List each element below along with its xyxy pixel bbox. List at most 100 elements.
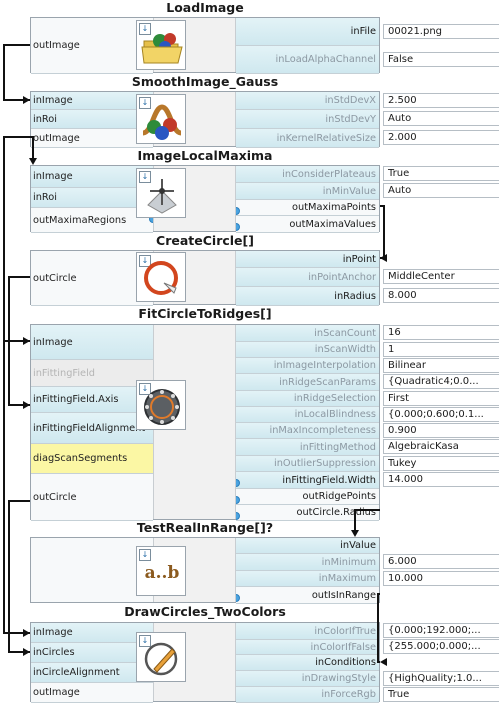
- port-connector-icon[interactable]: [236, 479, 240, 487]
- value-field-inpointanchor[interactable]: MiddleCenter: [383, 269, 499, 284]
- param-outmaximapoints[interactable]: outMaximaPoints: [236, 200, 379, 216]
- port-infittingfield[interactable]: inFittingField: [31, 360, 153, 387]
- param-indrawingstyle[interactable]: inDrawingStyle: [236, 671, 379, 687]
- port-inimage[interactable]: inImage: [31, 623, 153, 643]
- value-field-inridgeselection[interactable]: First: [383, 390, 499, 406]
- port-outmaximaregions[interactable]: outMaximaRegions: [31, 208, 153, 233]
- param-infittingfield-width[interactable]: inFittingField.Width: [236, 472, 379, 489]
- expand-arrow-icon[interactable]: ↓: [139, 549, 151, 561]
- port-outcircle[interactable]: outCircle: [31, 474, 153, 521]
- draw-circles-icon[interactable]: ↓: [136, 632, 186, 682]
- value-field-inoutliersuppression[interactable]: Tukey: [383, 455, 499, 471]
- param-invalue[interactable]: inValue: [236, 538, 379, 554]
- expand-arrow-icon[interactable]: ↓: [139, 23, 151, 35]
- fit-circle-icon[interactable]: ↓: [136, 380, 186, 430]
- param-inconsiderplateaus[interactable]: inConsiderPlateaus: [236, 166, 379, 183]
- param-infile[interactable]: inFile: [236, 18, 379, 46]
- param-inminvalue[interactable]: inMinValue: [236, 183, 379, 200]
- value-field-infittingmethod[interactable]: AlgebraicKasa: [383, 439, 499, 454]
- value-field-inscanwidth[interactable]: 1: [383, 341, 499, 357]
- param-inridgescanparams[interactable]: inRidgeScanParams: [236, 374, 379, 391]
- local-maxima-icon[interactable]: ↓: [136, 168, 186, 218]
- port-incirclealignment[interactable]: inCircleAlignment: [31, 663, 153, 683]
- param-instddevx[interactable]: inStdDevX: [236, 92, 379, 110]
- param-inmaxincompleteness[interactable]: inMaxIncompleteness: [236, 423, 379, 439]
- port-inimage[interactable]: inImage: [31, 92, 153, 110]
- value-field-incoloriftrue[interactable]: {0.000;192.000;...: [383, 623, 499, 638]
- expand-arrow-icon[interactable]: ↓: [139, 255, 151, 267]
- param-outisinrange[interactable]: outIsInRange: [236, 587, 379, 604]
- param-inkernelrelativesize[interactable]: inKernelRelativeSize: [236, 129, 379, 148]
- port-outimage[interactable]: outImage: [31, 18, 153, 74]
- port-inimage[interactable]: inImage: [31, 166, 153, 188]
- param-inpointanchor[interactable]: inPointAnchor: [236, 268, 379, 287]
- port-outimage[interactable]: outImage: [31, 129, 153, 148]
- port-inroi[interactable]: inRoi: [31, 188, 153, 208]
- param-inradius[interactable]: inRadius: [236, 287, 379, 306]
- value-field-inlocalblindness[interactable]: {0.000;0.600;0.1...: [383, 406, 499, 422]
- port-outcircle[interactable]: outCircle: [31, 251, 153, 306]
- port-connector-icon[interactable]: [236, 207, 240, 215]
- port-infittingfield-axis[interactable]: inFittingField.Axis: [31, 387, 153, 413]
- expand-arrow-icon[interactable]: ↓: [139, 635, 151, 647]
- param-inimageinterpolation[interactable]: inImageInterpolation: [236, 358, 379, 374]
- param-inmaximum[interactable]: inMaximum: [236, 571, 379, 587]
- value-field-inmaximum[interactable]: 10.000: [383, 570, 499, 586]
- port-infittingfieldalignment[interactable]: inFittingFieldAlignment: [31, 413, 153, 444]
- expand-arrow-icon[interactable]: ↓: [139, 171, 151, 183]
- param-outridgepoints[interactable]: outRidgePoints: [236, 489, 379, 505]
- param-inpoint[interactable]: inPoint: [236, 251, 379, 268]
- port-inimage[interactable]: inImage: [31, 325, 153, 360]
- param-outmaximavalues[interactable]: outMaximaValues: [236, 216, 379, 233]
- value-field-infile[interactable]: 00021.png: [383, 23, 499, 39]
- port-inroi[interactable]: inRoi: [31, 110, 153, 129]
- value-field-inmaxincompleteness[interactable]: 0.900: [383, 422, 499, 438]
- value-field-inminvalue[interactable]: Auto: [383, 183, 499, 198]
- param-inoutliersuppression[interactable]: inOutlierSuppression: [236, 456, 379, 472]
- value-field-incoloriffalse[interactable]: {255.000;0.000;...: [383, 639, 499, 654]
- param-inscancount[interactable]: inScanCount: [236, 325, 379, 342]
- value-field-instddevx[interactable]: 2.500: [383, 92, 499, 108]
- port-connector-icon[interactable]: [236, 496, 240, 504]
- param-incoloriftrue[interactable]: inColorIfTrue: [236, 623, 379, 640]
- port-diagscansegments[interactable]: diagScanSegments: [31, 444, 153, 474]
- value-field-inconsiderplateaus[interactable]: True: [383, 166, 499, 181]
- value-field-inkernelrelativesize[interactable]: 2.000: [383, 130, 499, 145]
- param-instddevy[interactable]: inStdDevY: [236, 110, 379, 129]
- range-icon[interactable]: ↓a..b: [136, 546, 186, 596]
- expand-arrow-icon[interactable]: ↓: [139, 383, 151, 395]
- port-connector-icon[interactable]: [236, 594, 240, 602]
- param-outcircle-radius[interactable]: outCircle.Radius: [236, 505, 379, 521]
- param-inscanwidth[interactable]: inScanWidth: [236, 342, 379, 358]
- param-inloadalphachannel[interactable]: inLoadAlphaChannel: [236, 46, 379, 74]
- port-connector-icon[interactable]: [236, 512, 240, 520]
- param-inminimum[interactable]: inMinimum: [236, 554, 379, 571]
- port-connector-icon[interactable]: [236, 223, 240, 231]
- param-inlocalblindness[interactable]: inLocalBlindness: [236, 407, 379, 423]
- value-field-inloadalphachannel[interactable]: False: [383, 51, 499, 67]
- param-infittingmethod[interactable]: inFittingMethod: [236, 439, 379, 456]
- folder-icon[interactable]: ↓: [136, 20, 186, 70]
- value-field-inforcergb[interactable]: True: [383, 686, 499, 702]
- value-field-inscancount[interactable]: 16: [383, 325, 499, 340]
- value-field-inradius[interactable]: 8.000: [383, 288, 499, 303]
- port-outimage[interactable]: outImage: [31, 683, 153, 703]
- value-field-indrawingstyle[interactable]: {HighQuality;1.0...: [383, 670, 499, 686]
- gauss-icon[interactable]: ↓: [136, 94, 186, 144]
- value-field-inridgescanparams[interactable]: {Quadratic4;0.0...: [383, 374, 499, 389]
- param-incoloriffalse[interactable]: inColorIfFalse: [236, 640, 379, 655]
- value-field-infittingfield-width[interactable]: 14.000: [383, 472, 499, 487]
- expand-arrow-icon[interactable]: ↓: [139, 97, 151, 109]
- param-inforcergb[interactable]: inForceRgb: [236, 687, 379, 703]
- param-inconditions[interactable]: inConditions: [236, 655, 379, 671]
- port-incircles[interactable]: inCircles: [31, 643, 153, 663]
- value-field-inminimum[interactable]: 6.000: [383, 554, 499, 569]
- value-field-inimageinterpolation[interactable]: Bilinear: [383, 357, 499, 373]
